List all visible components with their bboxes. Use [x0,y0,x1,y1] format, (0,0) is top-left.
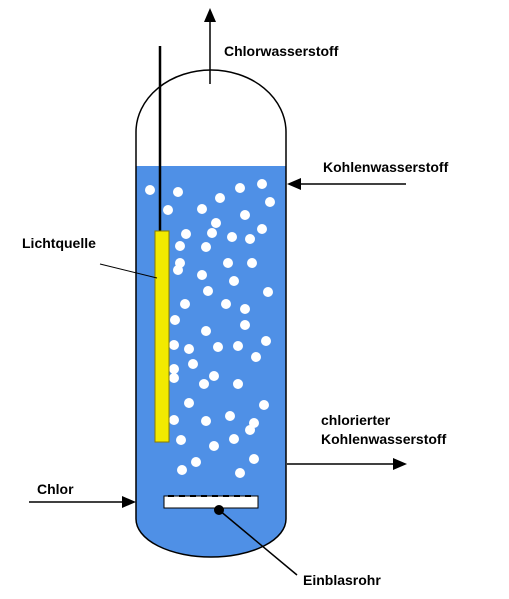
bubble [197,204,207,214]
label-kohlenwasserstoff: Kohlenwasserstoff [323,159,449,175]
bubble [240,210,250,220]
bubble [229,276,239,286]
bubble [251,352,261,362]
bubble [175,241,185,251]
label-chlorierter-kohlenwasserstoff: Kohlenwasserstoff [321,431,447,447]
bubble [163,205,173,215]
bubble [201,242,211,252]
bubble [209,371,219,381]
chlorine-inlet-arrowhead [122,496,136,508]
bubble [170,315,180,325]
bubble [209,441,219,451]
bubble [211,218,221,228]
bubble [259,400,269,410]
bubble [265,197,275,207]
bubbles [145,179,275,478]
label-chlor: Chlor [37,481,74,497]
top-outlet-arrowhead [204,8,216,22]
label-einblasrohr: Einblasrohr [303,572,381,588]
bubble [263,287,273,297]
bubble [207,228,217,238]
bubble [240,320,250,330]
bubble [184,344,194,354]
sparger-leader [218,509,298,576]
bubble [245,234,255,244]
bubble [191,457,201,467]
bubble [261,336,271,346]
bubble [235,183,245,193]
label-chlorwasserstoff: Chlorwasserstoff [224,43,339,59]
bubble [181,229,191,239]
bubble [213,342,223,352]
bubble [201,416,211,426]
bubble [177,465,187,475]
bubble [257,224,267,234]
bubble [257,179,267,189]
sparger-tube [163,495,259,509]
bubble [169,340,179,350]
bubble [233,341,243,351]
bubble [223,258,233,268]
bubble [229,434,239,444]
bubble [201,326,211,336]
bubble [176,435,186,445]
bubble [203,286,213,296]
light-source-leader [99,263,158,279]
bubble [169,364,179,374]
bubble [225,411,235,421]
bubble [173,187,183,197]
bubble [227,232,237,242]
bubble [249,418,259,428]
bubble [235,468,245,478]
label-chlorierter: chlorierter [321,412,391,428]
bubble [180,299,190,309]
reactor-vessel [135,69,287,558]
bubble [184,398,194,408]
bubble [145,185,155,195]
bubble [169,373,179,383]
bubble [173,265,183,275]
bubble [199,379,209,389]
bubble [249,454,259,464]
product-outlet-arrowhead [393,458,407,470]
bubble [197,270,207,280]
bubble [247,258,257,268]
bubble [169,415,179,425]
hydrocarbon-inlet-arrowhead [287,178,301,190]
bubble [188,359,198,369]
bubble [233,379,243,389]
bubble [221,299,231,309]
light-source-lamp [154,230,170,443]
bubble [215,193,225,203]
bubble [240,304,250,314]
label-lichtquelle: Lichtquelle [22,235,96,251]
